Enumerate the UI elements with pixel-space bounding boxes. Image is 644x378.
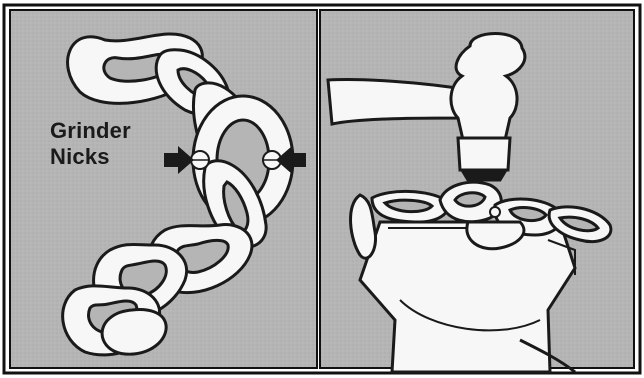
chain-link-hole	[455, 193, 485, 206]
hammer-strike-face	[462, 170, 506, 180]
arrow-right-shaft	[292, 153, 306, 167]
arrow-left-shaft	[164, 153, 178, 167]
anvil-body	[360, 222, 575, 372]
callout-line-1: Grinder	[50, 118, 131, 144]
callout-line-2: Nicks	[50, 144, 131, 170]
grinder-nicks-callout: Grinder Nicks	[50, 118, 131, 170]
grinder-nick	[490, 207, 500, 217]
right-panel	[320, 10, 634, 372]
left-panel	[10, 10, 317, 368]
hammer-face	[458, 138, 510, 170]
anvil-illustration	[360, 222, 575, 372]
hammer-handle	[328, 79, 470, 124]
